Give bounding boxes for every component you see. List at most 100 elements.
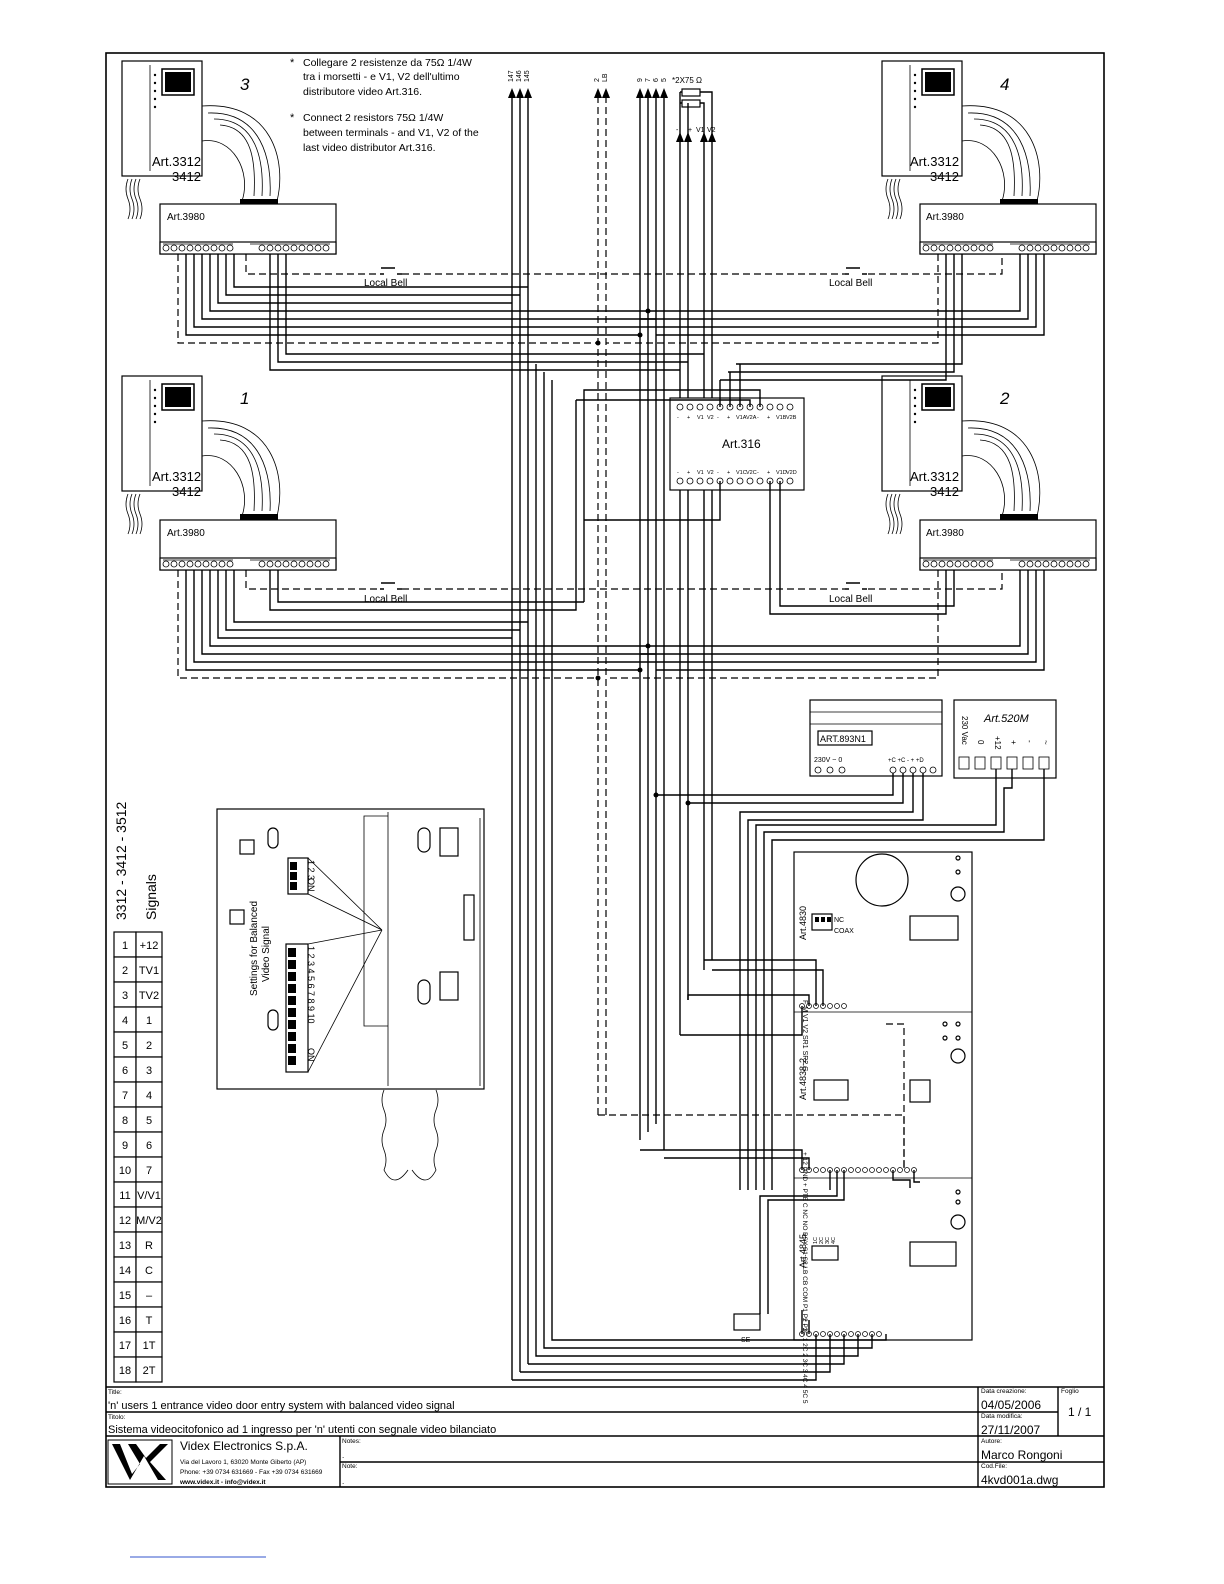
svg-text:3412: 3412 <box>930 169 959 184</box>
signal-name: 7 <box>146 1165 152 1177</box>
signal-row: 10 7 <box>113 1156 163 1183</box>
signal-name: 1 <box>146 1015 152 1027</box>
resistor-note: * Collegare 2 resistenze da 75Ω 1/4W tra… <box>290 57 479 154</box>
svg-text:Titolo:: Titolo: <box>108 1414 126 1421</box>
svg-text:Foglio: Foglio <box>1061 1388 1079 1395</box>
signal-name: 4 <box>146 1090 152 1102</box>
signal-name: 6 <box>146 1140 152 1152</box>
signal-name: C <box>145 1265 153 1277</box>
signal-name: +12 <box>140 940 159 952</box>
svg-text:Autore:: Autore: <box>981 1438 1002 1445</box>
svg-text:Videx Electronics S.p.A.: Videx Electronics S.p.A. <box>180 1439 308 1453</box>
svg-text:4: 4 <box>1000 75 1009 94</box>
svg-text:V1: V1 <box>697 415 704 421</box>
svg-text:Local Bell: Local Bell <box>364 594 407 605</box>
svg-text:Settings for Balanced: Settings for Balanced <box>249 901 260 996</box>
svg-text:145: 145 <box>524 70 531 82</box>
svg-text:ART.893N1: ART.893N1 <box>820 734 866 744</box>
svg-text:Art.3980: Art.3980 <box>926 212 964 223</box>
signal-number: 18 <box>119 1365 131 1377</box>
signal-number: 6 <box>122 1065 128 1077</box>
svg-text:04/05/2006: 04/05/2006 <box>981 1398 1041 1412</box>
signal-number: 2 <box>122 965 128 977</box>
monitor-4: 4 Art.3312 3412 Art.3980 <box>881 60 1097 255</box>
svg-text:+: + <box>767 470 770 476</box>
signal-row: 1+12 <box>113 931 163 958</box>
svg-text:'n' users 1 entrance video doo: 'n' users 1 entrance video door entry sy… <box>108 1400 455 1412</box>
svg-text:+12: +12 <box>993 736 1002 750</box>
power-supply-893n1: ART.893N1 230V ~ 0 +C +C - + +D <box>653 699 943 1190</box>
svg-text:+: + <box>688 127 692 134</box>
svg-text:230 Vac: 230 Vac <box>960 716 969 745</box>
drawing-frame <box>105 52 1105 1488</box>
svg-text:V2: V2 <box>707 415 714 421</box>
svg-text:-: - <box>677 415 679 421</box>
signal-number: 15 <box>119 1290 131 1302</box>
signal-name: M/V2 <box>136 1215 162 1227</box>
signal-number: 7 <box>122 1090 128 1102</box>
monitor-1: 1 Art.3312 3412 Art.3980 <box>121 375 337 571</box>
svg-text:Art.520M: Art.520M <box>983 713 1029 725</box>
svg-text:Art.3980: Art.3980 <box>167 528 205 539</box>
svg-text:V1B: V1B <box>776 415 787 421</box>
svg-text:+: + <box>687 470 690 476</box>
signal-name: 1T <box>143 1340 156 1352</box>
svg-text:LB: LB <box>602 73 609 82</box>
svg-text:.: . <box>342 1451 344 1460</box>
svg-text:ON: ON <box>306 1048 316 1062</box>
signal-name: – <box>146 1290 153 1302</box>
svg-text:V2D: V2D <box>786 470 797 476</box>
svg-text:V1D: V1D <box>776 470 787 476</box>
monitor-3: 3 Art.3312 3412 Art.3980 <box>121 60 337 255</box>
signal-row: 15 – <box>113 1281 163 1308</box>
svg-text:2: 2 <box>999 389 1010 408</box>
svg-text:6: 6 <box>653 78 660 82</box>
signal-number: 9 <box>122 1140 128 1152</box>
svg-text:1 2 3: 1 2 3 <box>306 860 316 880</box>
svg-text:Signals: Signals <box>143 874 159 920</box>
svg-text:Cod.File:: Cod.File: <box>981 1463 1007 1470</box>
svg-text:2: 2 <box>594 78 601 82</box>
signal-name: 2T <box>143 1365 156 1377</box>
svg-text:Art.3312: Art.3312 <box>910 469 959 484</box>
svg-text:5: 5 <box>661 78 668 82</box>
svg-text:V2B: V2B <box>786 415 797 421</box>
signal-number: 4 <box>122 1015 128 1027</box>
svg-text:V2C: V2C <box>746 470 757 476</box>
svg-text:tra i morsetti - e V1, V2 dell: tra i morsetti - e V1, V2 dell'ultimo <box>303 71 460 83</box>
top-row-wiring: Local Bell Local Bell <box>177 254 1045 381</box>
svg-text:27/11/2007: 27/11/2007 <box>981 1423 1040 1437</box>
svg-text:V1C: V1C <box>736 470 747 476</box>
svg-text:Art.3980: Art.3980 <box>167 212 205 223</box>
svg-text:Collegare 2 resistenze da 7: Collegare 2 resistenze da 75Ω 1/4W <box>303 57 472 69</box>
svg-text:Art.3312: Art.3312 <box>152 469 201 484</box>
svg-text:Phone: +39 0734 631669 - Fax +: Phone: +39 0734 631669 - Fax +39 0734 63… <box>180 1469 323 1476</box>
svg-text:3412: 3412 <box>172 169 201 184</box>
svg-text:*: * <box>290 112 295 124</box>
svg-text:7: 7 <box>645 78 652 82</box>
power-supply-520m: Art.520M 230 Vac 0 +12 + - ~ <box>755 699 1057 1190</box>
svg-text:+ 12 GND + PTE C NC NO: + 12 GND + PTE C NC NO BSY S1 S2 LB CB C… <box>801 1152 808 1332</box>
svg-text:V1: V1 <box>697 470 704 476</box>
svg-text:Data modifica:: Data modifica: <box>981 1413 1023 1420</box>
svg-text:Art.4845: Art.4845 <box>798 1234 808 1268</box>
svg-text:ON: ON <box>306 878 316 892</box>
signal-number: 10 <box>119 1165 131 1177</box>
svg-text:-: - <box>1025 740 1034 743</box>
svg-text:4kvd001a.dwg: 4kvd001a.dwg <box>981 1473 1058 1487</box>
mid-row-wiring: Local Bell Local Bell <box>177 308 1045 681</box>
svg-text:3312 - 3412 - 3512: 3312 - 3412 - 3512 <box>113 801 129 920</box>
signal-number: 8 <box>122 1115 128 1127</box>
svg-text:-: - <box>677 470 679 476</box>
svg-text:+: + <box>727 470 730 476</box>
svg-text:230V ~ 0: 230V ~ 0 <box>814 757 842 764</box>
svg-text:Data creazione:: Data creazione: <box>981 1388 1027 1395</box>
